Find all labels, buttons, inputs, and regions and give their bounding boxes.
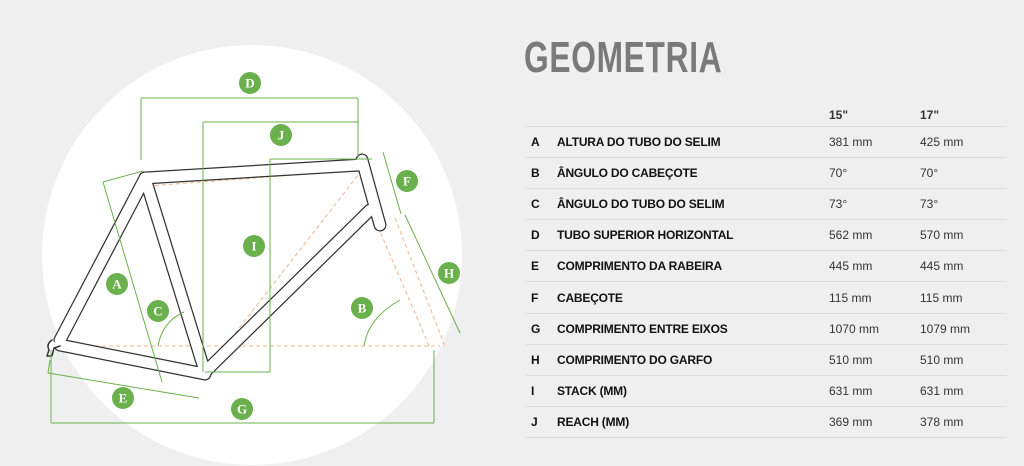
row-value-17: 445 mm — [920, 250, 1007, 282]
row-value-15: 115 mm — [829, 281, 920, 314]
row-value-17: 425 mm — [920, 125, 1007, 158]
row-key: C — [526, 187, 557, 220]
row-name: COMPRIMENTO DO GARFO — [557, 343, 829, 376]
row-value-17: 631 mm — [920, 374, 1007, 407]
bike-frame — [46, 153, 387, 381]
row-value-15: 1070 mm — [829, 312, 920, 345]
label-e: E — [119, 391, 128, 406]
row-key: I — [526, 374, 557, 407]
size-header-17: 17" — [920, 107, 940, 122]
label-b: B — [358, 301, 367, 316]
row-value-15: 631 mm — [829, 374, 920, 407]
row-name: ALTURA DO TUBO DO SELIM — [557, 125, 829, 158]
row-key: A — [526, 125, 557, 158]
row-key: F — [526, 281, 557, 314]
row-value-17: 378 mm — [920, 406, 1007, 439]
label-f: F — [403, 174, 411, 189]
row-key: B — [526, 156, 557, 189]
dimension-labels — [106, 72, 460, 420]
row-value-15: 510 mm — [829, 343, 920, 376]
row-name: TUBO SUPERIOR HORIZONTAL — [557, 219, 829, 251]
label-d: D — [245, 76, 254, 91]
label-h: H — [444, 266, 454, 281]
row-key: H — [526, 343, 557, 376]
size-header-15: 15" — [829, 107, 849, 122]
table-header: 15" 17" — [526, 100, 1007, 126]
row-value-17: 510 mm — [920, 343, 1007, 376]
row-value-17: 115 mm — [920, 281, 1007, 314]
label-a: A — [112, 277, 122, 292]
row-value-17: 1079 mm — [920, 312, 1007, 345]
row-name: CABEÇOTE — [557, 281, 829, 314]
row-value-17: 70° — [920, 156, 1007, 189]
label-j: J — [278, 128, 285, 143]
row-name: ÂNGULO DO CABEÇOTE — [557, 156, 829, 189]
row-name: ÂNGULO DO TUBO DO SELIM — [557, 187, 829, 220]
page-title: GEOMETRIA — [524, 33, 723, 82]
row-name: COMPRIMENTO DA RABEIRA — [557, 250, 829, 282]
row-value-15: 73° — [829, 187, 920, 220]
row-value-15: 562 mm — [829, 219, 920, 251]
row-key: E — [526, 250, 557, 282]
label-i: I — [251, 239, 256, 254]
row-value-17: 570 mm — [920, 219, 1007, 251]
row-value-15: 369 mm — [829, 406, 920, 439]
row-key: J — [526, 406, 557, 439]
row-value-17: 73° — [920, 187, 1007, 220]
row-value-15: 70° — [829, 156, 920, 189]
row-name: COMPRIMENTO ENTRE EIXOS — [557, 312, 829, 345]
label-c: C — [153, 304, 162, 319]
row-key: G — [526, 312, 557, 345]
dimension-lines — [47, 97, 461, 424]
row-value-15: 381 mm — [829, 125, 920, 158]
row-value-15: 445 mm — [829, 250, 920, 282]
bike-geometry-diagram: D J F I H A C B E G — [42, 45, 462, 465]
row-key: D — [526, 219, 557, 251]
row-name: STACK (MM) — [557, 374, 829, 407]
label-g: G — [237, 402, 247, 417]
row-name: REACH (MM) — [557, 406, 829, 439]
